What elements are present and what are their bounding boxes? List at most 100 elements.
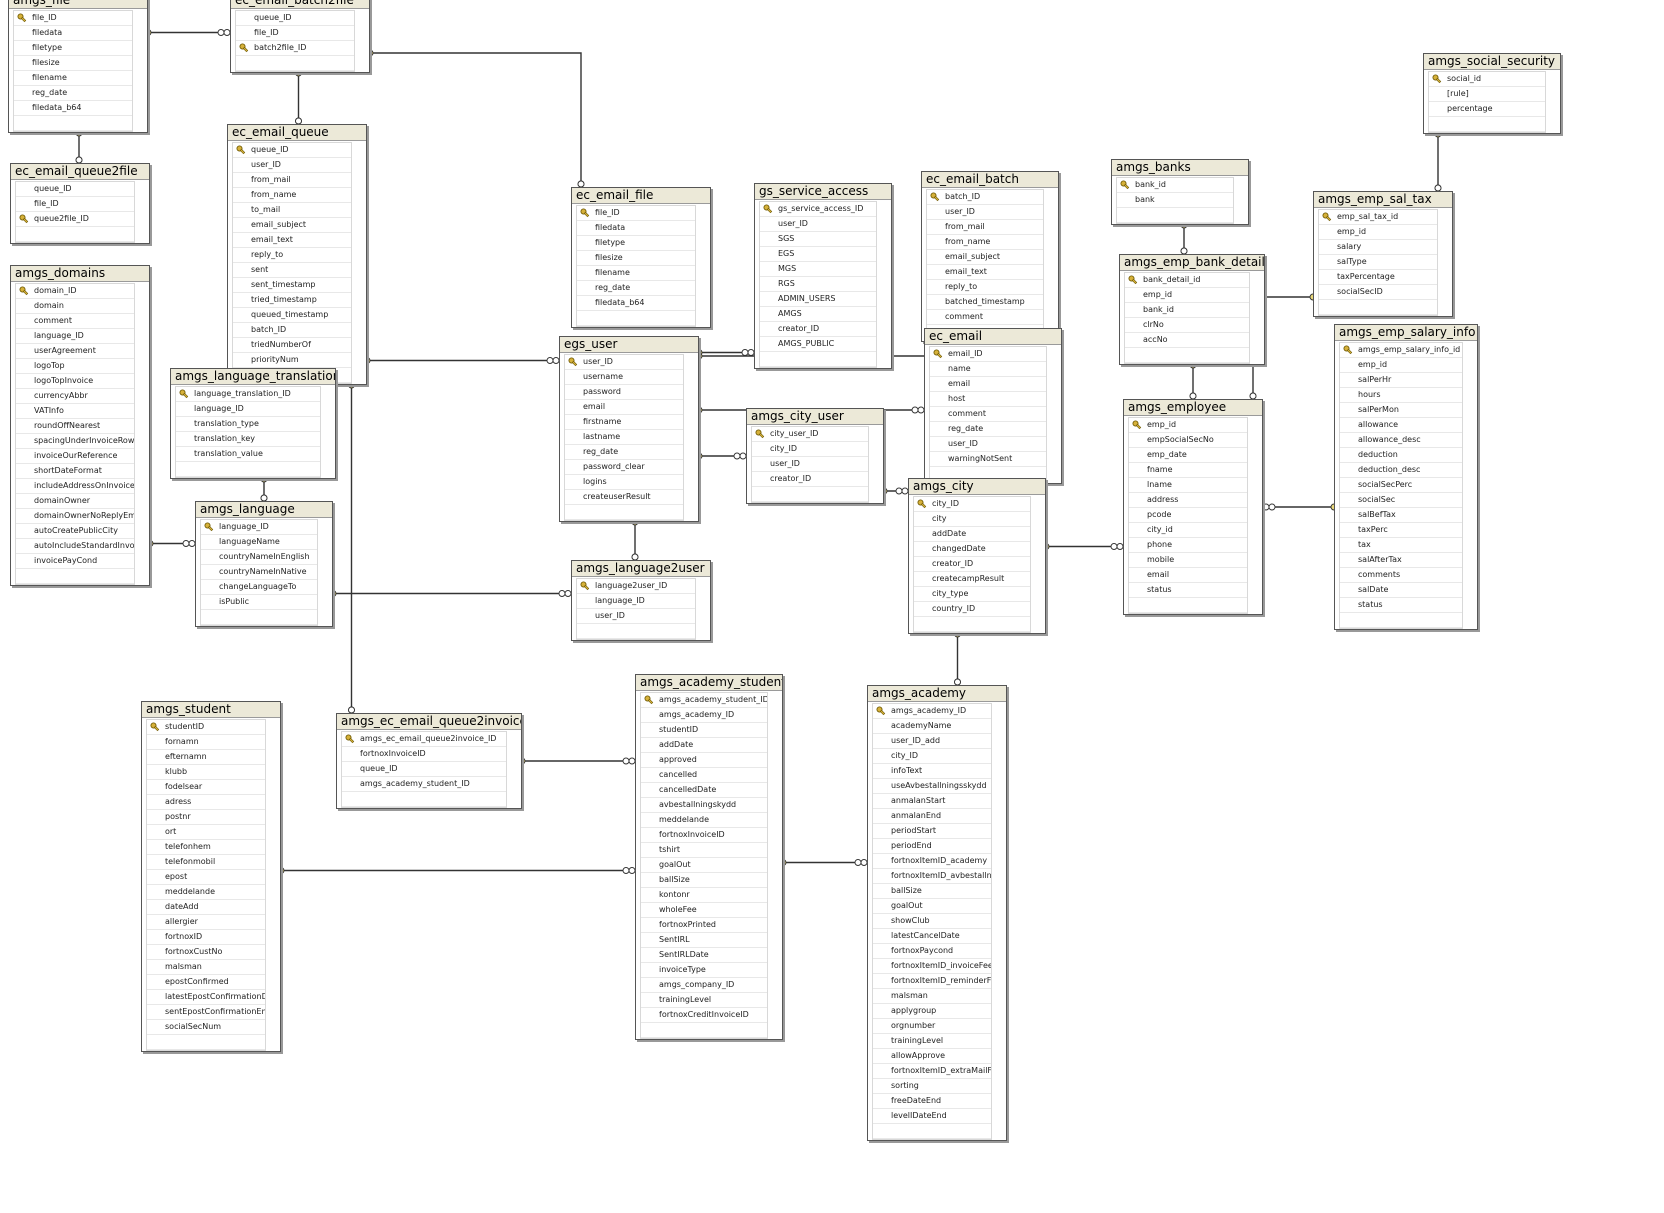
table-column[interactable]: user_ID [930,437,1046,452]
primary-key-column[interactable]: emp_id [1129,418,1247,433]
table-title[interactable]: amgs_academy [868,686,1006,702]
table-column[interactable]: languageName [201,535,317,550]
table-column[interactable]: taxPerc [1340,523,1462,538]
table-title[interactable]: amgs_language_translation [171,369,335,385]
table-column[interactable]: efternamn [147,750,265,765]
table-title[interactable]: amgs_city_user [747,409,883,425]
table-column[interactable]: filedata_b64 [577,296,695,311]
primary-key-column[interactable]: language_ID [201,520,317,535]
table-title[interactable]: egs_user [560,337,698,353]
table-column[interactable]: dateAdd [147,900,265,915]
primary-key-column[interactable]: bank_id [1117,178,1233,193]
table-column[interactable]: domainOwnerNoReplyEmail [16,509,134,524]
table-column[interactable]: translation_key [176,432,320,447]
table-column[interactable]: pcode [1129,508,1247,523]
table-column[interactable]: email [1129,568,1247,583]
table-column[interactable]: reply_to [927,280,1043,295]
table-column[interactable]: city [914,512,1030,527]
table-column[interactable]: sorting [873,1079,991,1094]
table-column[interactable]: queued_timestamp [233,308,351,323]
table-column[interactable]: allowance_desc [1340,433,1462,448]
table-column[interactable]: fortnoxInvoiceID [342,747,506,762]
table-column[interactable]: emp_id [1340,358,1462,373]
table-column[interactable]: fortnoxPrinted [641,918,767,933]
table-title[interactable]: amgs_academy_student [636,675,782,691]
primary-key-column[interactable]: amgs_ec_email_queue2invoice_ID [342,732,506,747]
table-column[interactable]: address [1129,493,1247,508]
table-column[interactable]: from_mail [233,173,351,188]
table-title[interactable]: amgs_language [196,502,332,518]
primary-key-column[interactable]: user_ID [565,355,683,370]
table-column[interactable]: fortnoxCustNo [147,945,265,960]
table-column[interactable]: batched_timestamp [927,295,1043,310]
table-title[interactable]: ec_email_batch [922,172,1058,188]
table-column[interactable]: bank_id [1125,303,1249,318]
table-column[interactable]: freeDateEnd [873,1094,991,1109]
table-title[interactable]: amgs_city [909,479,1045,495]
table-column[interactable]: firstname [565,415,683,430]
table-column[interactable]: name [930,362,1046,377]
table-column[interactable]: tried_timestamp [233,293,351,308]
table-title[interactable]: amgs_student [142,702,280,718]
relationship-connector[interactable] [370,52,582,187]
table-column[interactable]: klubb [147,765,265,780]
table-column[interactable]: anmalanEnd [873,809,991,824]
table-title[interactable]: ec_email_queue [228,125,366,141]
table-column[interactable]: mobile [1129,553,1247,568]
table-column[interactable]: filedata [14,26,132,41]
primary-key-column[interactable]: amgs_academy_student_ID [641,693,767,708]
primary-key-column[interactable]: amgs_emp_salary_info_id [1340,343,1462,358]
table-column[interactable]: sentEpostConfirmationEmail [147,1005,265,1020]
table-title[interactable]: amgs_file [9,0,147,9]
table-column[interactable]: comment [930,407,1046,422]
table-column[interactable]: fodelsear [147,780,265,795]
table-column[interactable]: file_ID [236,26,354,41]
table-column[interactable]: fortnoxItemID_invoiceFee [873,959,991,974]
table-column[interactable]: clrNo [1125,318,1249,333]
table-column[interactable]: amgs_academy_ID [641,708,767,723]
primary-key-column[interactable]: emp_sal_tax_id [1319,210,1437,225]
primary-key-column[interactable]: file_ID [577,206,695,221]
table-column[interactable]: taxPercentage [1319,270,1437,285]
table-column[interactable]: academyName [873,719,991,734]
table-title[interactable]: amgs_language2user [572,561,710,577]
table-column[interactable]: status [1340,598,1462,613]
primary-key-column[interactable]: city_user_ID [752,427,868,442]
table-column[interactable]: allergier [147,915,265,930]
table-column[interactable]: reg_date [577,281,695,296]
table-column[interactable]: user_ID [760,217,876,232]
table-column[interactable]: comments [1340,568,1462,583]
table-column[interactable]: user_ID [577,609,695,624]
table-title[interactable]: amgs_employee [1124,400,1262,416]
primary-key-column[interactable]: social_id [1429,72,1545,87]
table-column[interactable]: AMGS_PUBLIC [760,337,876,352]
table-column[interactable]: socialSecPerc [1340,478,1462,493]
table-column[interactable]: filedata [577,221,695,236]
table-title[interactable]: ec_email_file [572,188,710,204]
table-column[interactable]: anmalanStart [873,794,991,809]
table-column[interactable]: isPublic [201,595,317,610]
table-column[interactable]: createcampResult [914,572,1030,587]
table-column[interactable]: queue_ID [16,182,134,197]
table-column[interactable]: filename [577,266,695,281]
table-column[interactable]: email [930,377,1046,392]
table-column[interactable]: logoTopInvoice [16,374,134,389]
table-column[interactable]: amgs_academy_student_ID [342,777,506,792]
table-column[interactable]: countryNameInEnglish [201,550,317,565]
table-column[interactable]: password [565,385,683,400]
table-column[interactable]: useAvbestallningsskydd [873,779,991,794]
primary-key-column[interactable]: batch_ID [927,190,1043,205]
table-column[interactable]: filesize [14,56,132,71]
table-column[interactable]: approved [641,753,767,768]
table-column[interactable]: salPerMon [1340,403,1462,418]
table-column[interactable]: adress [147,795,265,810]
table-column[interactable]: accNo [1125,333,1249,348]
primary-key-column[interactable]: queue2file_ID [16,212,134,227]
